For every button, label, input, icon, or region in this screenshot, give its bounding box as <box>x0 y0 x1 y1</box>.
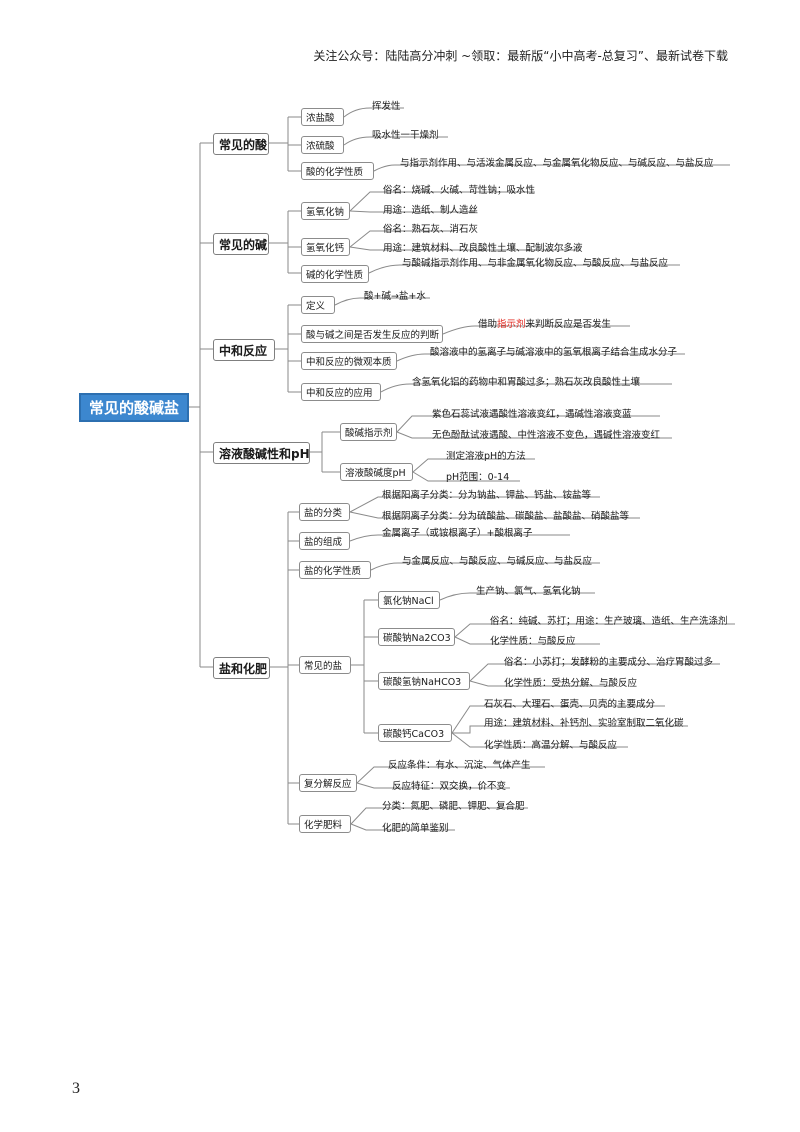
leaf-nacl: 生产钠、氯气、氢氧化钠 <box>476 586 581 597</box>
node-caoh: 氢氧化钙 <box>301 238 350 256</box>
node-ph-value: 溶液酸碱度pH <box>340 463 413 481</box>
node-judge: 酸与碱之间是否发生反应的判断 <box>301 325 443 343</box>
node-caco3: 碳酸钙CaCO3 <box>378 724 452 742</box>
node-salt-chem: 盐的化学性质 <box>299 561 371 579</box>
node-micro: 中和反应的微观本质 <box>301 352 397 370</box>
leaf-salt-comp: 金属离子（或铵根离子）+酸根离子 <box>382 528 533 539</box>
leaf-nahco3-1: 俗名：小苏打；发酵粉的主要成分、治疗胃酸过多 <box>504 657 714 668</box>
page-number: 3 <box>72 1080 80 1097</box>
leaf-fert-2: 化肥的简单鉴别 <box>382 823 449 834</box>
leaf-ph-range: pH范围：0-14 <box>446 472 510 483</box>
leaf-naoh-name: 俗名：烧碱、火碱、苛性钠；吸水性 <box>383 185 536 196</box>
leaf-caoh-name: 俗名：熟石灰、消石灰 <box>383 224 479 235</box>
leaf-naoh-use: 用途：造纸、制人造丝 <box>383 205 479 216</box>
leaf-na2co3-1: 俗名：纯碱、苏打；用途：生产玻璃、造纸、生产洗涤剂 <box>490 616 728 627</box>
leaf-na2co3-2: 化学性质：与酸反应 <box>490 636 576 647</box>
leaf-caco3-3: 化学性质：高温分解、与酸反应 <box>484 740 618 751</box>
node-definition: 定义 <box>301 296 335 314</box>
leaf-base-chem: 与酸碱指示剂作用、与非金属氧化物反应、与酸反应、与盐反应 <box>402 258 669 269</box>
leaf-decomp-1: 反应条件：有水、沉淀、气体产生 <box>388 760 531 771</box>
leaf-indicator-2: 无色酚酞试液遇酸、中性溶液不变色，遇碱性溶液变红 <box>432 430 661 441</box>
node-na2co3: 碳酸钠Na2CO3 <box>378 628 455 646</box>
node-hcl: 浓盐酸 <box>301 108 344 126</box>
node-naoh: 氢氧化钠 <box>301 202 350 220</box>
node-nahco3: 碳酸氢钠NaHCO3 <box>378 672 470 690</box>
node-salt-comp: 盐的组成 <box>299 532 350 550</box>
leaf-decomp-2: 反应特征：双交换，价不变 <box>392 781 507 792</box>
leaf-application: 含氢氧化铝的药物中和胃酸过多；熟石灰改良酸性土壤 <box>412 377 641 388</box>
leaf-judge: 借助指示剂来判断反应是否发生 <box>478 319 612 330</box>
leaf-salt-chem: 与金属反应、与酸反应、与碱反应、与盐反应 <box>402 556 593 567</box>
node-base-chem: 碱的化学性质 <box>301 265 369 283</box>
node-fertilizer: 化学肥料 <box>299 815 351 833</box>
page-header: 关注公众号：陆陆高分冲刺 ~领取：最新版“小中高考-总复习”、最新试卷下载 <box>313 49 728 63</box>
node-salts: 盐和化肥 <box>213 657 270 679</box>
leaf-caco3-2: 用途：建筑材料、补钙剂、实验室制取二氧化碳 <box>484 718 684 729</box>
node-application: 中和反应的应用 <box>301 383 381 401</box>
leaf-ph-method: 测定溶液pH的方法 <box>446 451 526 462</box>
leaf-hcl-prop: 挥发性 <box>372 101 401 112</box>
node-decomposition: 复分解反应 <box>299 774 357 792</box>
node-ph: 溶液酸碱性和pH <box>213 442 310 464</box>
leaf-micro: 酸溶液中的氢离子与碱溶液中的氢氧根离子结合生成水分子 <box>430 347 678 358</box>
leaf-caoh-use: 用途：建筑材料、改良酸性土壤、配制波尔多液 <box>383 243 583 254</box>
leaf-caco3-1: 石灰石、大理石、蛋壳、贝壳的主要成分 <box>484 699 656 710</box>
node-salt-class: 盐的分类 <box>299 503 350 521</box>
node-common-salts: 常见的盐 <box>299 656 351 674</box>
node-neutralization: 中和反应 <box>213 339 275 361</box>
node-indicator: 酸碱指示剂 <box>340 423 397 441</box>
leaf-nahco3-2: 化学性质：受热分解、与酸反应 <box>504 678 638 689</box>
leaf-salt-class-1: 根据阳离子分类：分为钠盐、钾盐、钙盐、铵盐等 <box>382 490 592 501</box>
leaf-acid-chem: 与指示剂作用、与活泼金属反应、与金属氧化物反应、与碱反应、与盐反应 <box>400 158 714 169</box>
root-topic: 常见的酸碱盐 <box>79 393 189 422</box>
node-common-bases: 常见的碱 <box>213 233 269 255</box>
node-common-acids: 常见的酸 <box>213 133 269 155</box>
leaf-indicator-1: 紫色石蕊试液遇酸性溶液变红，遇碱性溶液变蓝 <box>432 409 632 420</box>
leaf-salt-class-2: 根据阴离子分类：分为硫酸盐、碳酸盐、盐酸盐、硝酸盐等 <box>382 511 630 522</box>
leaf-fert-1: 分类：氮肥、磷肥、钾肥、复合肥 <box>382 801 525 812</box>
node-acid-chem: 酸的化学性质 <box>301 162 374 180</box>
leaf-definition: 酸+碱→盐+水 <box>364 291 426 302</box>
node-h2so4: 浓硫酸 <box>301 136 344 154</box>
node-nacl: 氯化钠NaCl <box>378 591 440 609</box>
leaf-h2so4-prop: 吸水性一干燥剂 <box>372 130 439 141</box>
